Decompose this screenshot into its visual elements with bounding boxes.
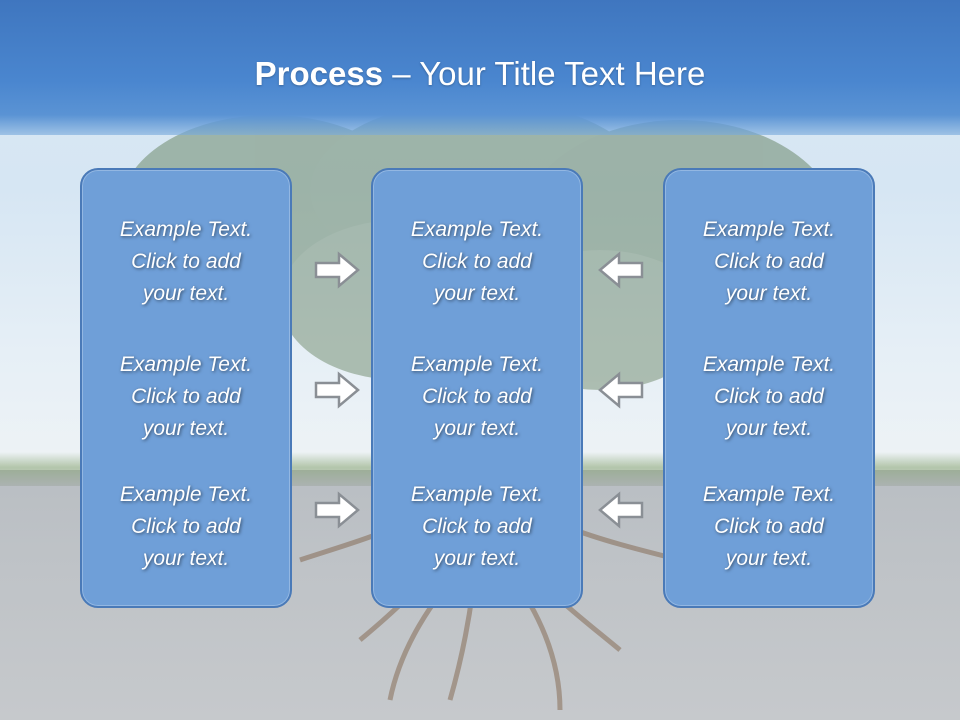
arrow-left-icon[interactable] <box>597 250 645 290</box>
process-box-left[interactable]: Example Text. Click to add your text. Ex… <box>80 168 292 608</box>
text-line: Example Text. <box>119 218 253 241</box>
arrow-right-icon[interactable] <box>313 370 361 410</box>
text-line: Click to add <box>714 515 824 538</box>
text-block[interactable]: Example Text. Click to add your text. <box>665 479 873 575</box>
text-line: your text. <box>725 547 813 570</box>
text-line: Click to add <box>422 515 532 538</box>
text-line: Example Text. <box>702 218 836 241</box>
text-block[interactable]: Example Text. Click to add your text. <box>373 349 581 445</box>
text-line: your text. <box>725 282 813 305</box>
text-line: Click to add <box>422 250 532 273</box>
title-rest-part: – Your Title Text Here <box>383 55 706 92</box>
text-line: Click to add <box>422 385 532 408</box>
slide-title[interactable]: Process – Your Title Text Here <box>0 52 960 96</box>
process-box-middle[interactable]: Example Text. Click to add your text. Ex… <box>371 168 583 608</box>
title-bold-part: Process <box>254 55 384 92</box>
text-line: Example Text. <box>410 218 544 241</box>
text-line: Example Text. <box>119 353 253 376</box>
arrow-right-icon[interactable] <box>313 490 361 530</box>
text-line: Example Text. <box>119 483 253 506</box>
text-block[interactable]: Example Text. Click to add your text. <box>665 349 873 445</box>
text-line: your text. <box>433 417 521 440</box>
title-bar <box>0 0 960 135</box>
text-line: Example Text. <box>702 483 836 506</box>
text-line: your text. <box>433 547 521 570</box>
text-line: your text. <box>142 547 230 570</box>
text-line: Click to add <box>714 250 824 273</box>
text-block[interactable]: Example Text. Click to add your text. <box>373 214 581 310</box>
text-line: your text. <box>142 417 230 440</box>
text-line: Click to add <box>131 250 241 273</box>
text-block[interactable]: Example Text. Click to add your text. <box>665 214 873 310</box>
text-line: Click to add <box>714 385 824 408</box>
text-line: Example Text. <box>702 353 836 376</box>
text-line: Example Text. <box>410 353 544 376</box>
text-block[interactable]: Example Text. Click to add your text. <box>82 349 290 445</box>
text-line: your text. <box>142 282 230 305</box>
text-line: your text. <box>725 417 813 440</box>
arrow-right-icon[interactable] <box>313 250 361 290</box>
text-block[interactable]: Example Text. Click to add your text. <box>82 479 290 575</box>
text-block[interactable]: Example Text. Click to add your text. <box>82 214 290 310</box>
arrow-left-icon[interactable] <box>597 490 645 530</box>
arrow-left-icon[interactable] <box>597 370 645 410</box>
text-line: Click to add <box>131 385 241 408</box>
text-line: Example Text. <box>410 483 544 506</box>
process-box-right[interactable]: Example Text. Click to add your text. Ex… <box>663 168 875 608</box>
text-block[interactable]: Example Text. Click to add your text. <box>373 479 581 575</box>
text-line: Click to add <box>131 515 241 538</box>
text-line: your text. <box>433 282 521 305</box>
